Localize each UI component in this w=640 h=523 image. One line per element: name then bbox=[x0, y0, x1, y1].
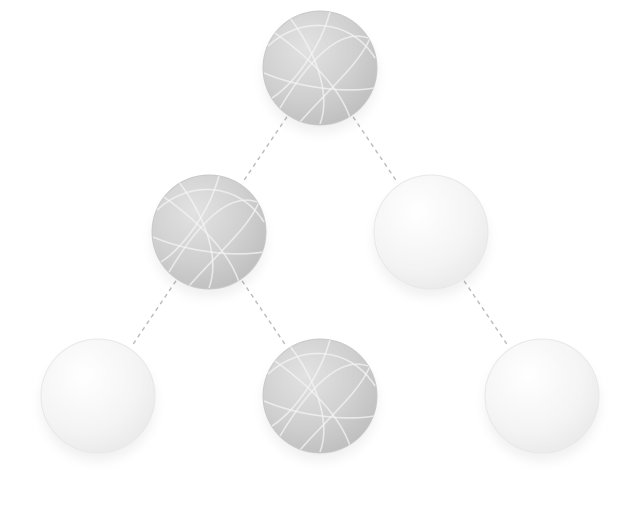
node-ball bbox=[262, 10, 378, 126]
edge-left-to-left-right bbox=[241, 280, 288, 348]
edge-left-to-left-left bbox=[130, 280, 177, 348]
edge-root-to-left bbox=[241, 116, 288, 184]
tree-node-right-right bbox=[484, 338, 600, 461]
ball-pattern-lines bbox=[263, 339, 376, 453]
edge-right-to-right-right bbox=[463, 280, 510, 348]
tree-edges bbox=[130, 116, 510, 348]
node-ball bbox=[151, 174, 267, 290]
node-ball bbox=[484, 338, 600, 454]
edge-root-to-right bbox=[352, 116, 399, 184]
node-ball bbox=[40, 338, 156, 454]
tree-node-right bbox=[373, 174, 489, 297]
tree-node-root bbox=[262, 10, 378, 133]
tree-node-left-right bbox=[262, 338, 378, 461]
ball-pattern-lines bbox=[152, 175, 265, 289]
tree-nodes bbox=[40, 10, 600, 461]
node-ball bbox=[373, 174, 489, 290]
node-ball bbox=[262, 338, 378, 454]
tree-node-left bbox=[151, 174, 267, 297]
ball-pattern-lines bbox=[263, 11, 376, 125]
tree-node-left-left bbox=[40, 338, 156, 461]
